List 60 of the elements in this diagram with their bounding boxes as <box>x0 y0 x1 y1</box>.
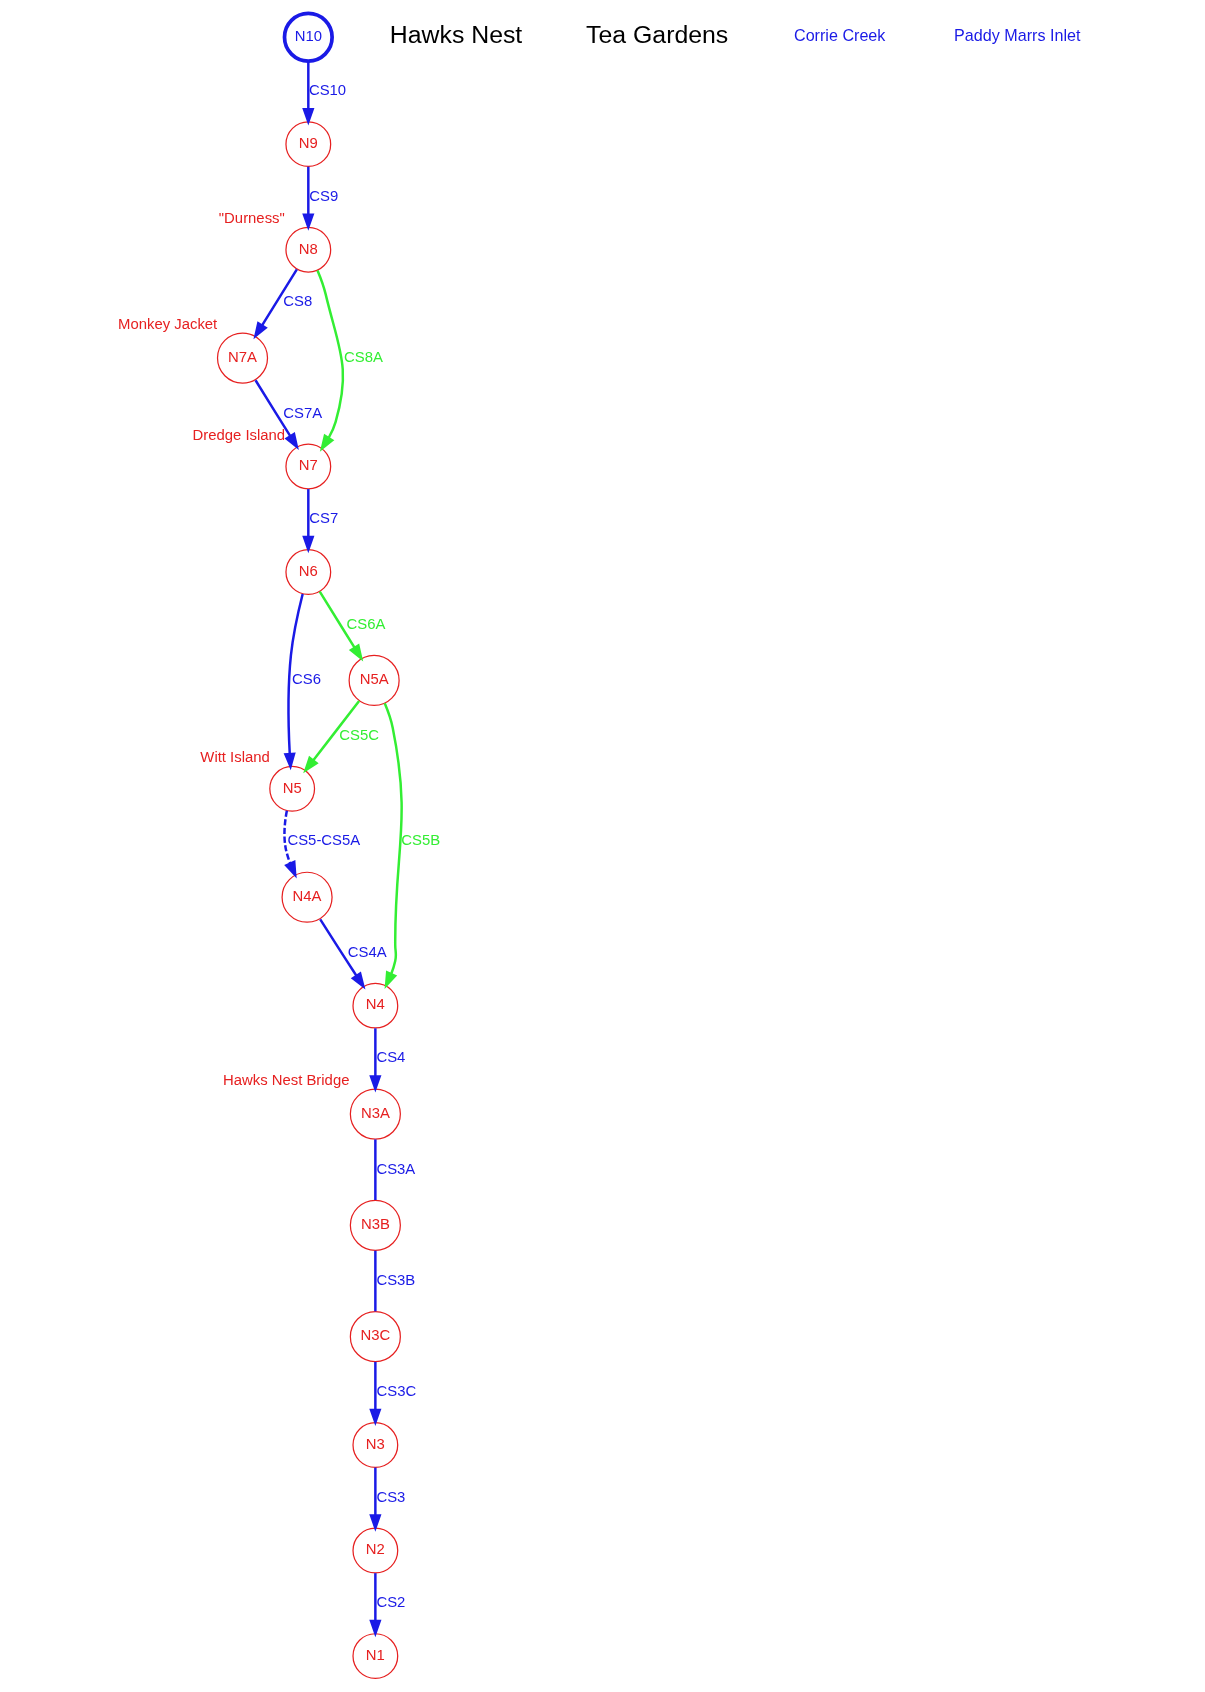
arrow <box>252 268 298 340</box>
node-label: Hawks Nest Bridge <box>222 1071 349 1088</box>
node-label: Monkey Jacket <box>117 315 217 332</box>
arrow <box>282 810 297 879</box>
edge-label: CS3B <box>375 1271 415 1288</box>
edge-label: CS3A <box>375 1160 415 1177</box>
arrow <box>301 61 314 126</box>
node-label: "Durness" <box>218 210 285 227</box>
arrow <box>301 489 314 554</box>
edge-label: CS9 <box>308 187 338 204</box>
node-circle: N9 <box>284 121 331 168</box>
arrow <box>253 379 299 451</box>
node-circle: N3B <box>349 1199 401 1251</box>
node-circle: N1 <box>351 1633 398 1680</box>
node-circle: N4A <box>280 871 333 923</box>
edge-label: CS6A <box>346 615 385 632</box>
node-circle: N3C <box>349 1311 401 1363</box>
edge-label: CS7A <box>282 404 322 421</box>
node-circle: N3A <box>349 1088 401 1140</box>
edge-label: CS5-CS5A <box>286 832 360 849</box>
node-label: Witt Island <box>199 749 270 766</box>
node-circle: N8 <box>284 226 331 273</box>
node-circle: N10 <box>282 11 334 63</box>
edge-label: CS3 <box>375 1488 405 1505</box>
node-circle: N6 <box>284 549 331 595</box>
edge-label: CS8 <box>282 293 312 310</box>
edge-label: CS4 <box>375 1049 405 1066</box>
arrow <box>283 593 304 771</box>
node-circle: N5A <box>348 654 400 707</box>
label: Tea Gardens <box>585 21 728 49</box>
label: Paddy Marrs Inlet <box>953 26 1080 45</box>
edge-label: CS7 <box>308 510 338 527</box>
edge-label: CS6 <box>291 671 321 688</box>
node-circle: N5 <box>268 765 315 812</box>
arrow <box>318 591 363 662</box>
arrow <box>301 166 314 231</box>
arrow <box>368 1467 381 1532</box>
arrow <box>368 1361 381 1427</box>
edge-label: CS5C <box>338 726 379 743</box>
arrow <box>368 1573 381 1638</box>
node-circle: N7A <box>216 332 268 384</box>
label: Corrie Creek <box>793 26 885 45</box>
arrow <box>368 1028 381 1093</box>
connector <box>373 1139 377 1200</box>
node-circle: N2 <box>351 1527 398 1574</box>
edge-label: CS2 <box>375 1594 405 1611</box>
node-circle: N4 <box>351 982 398 1029</box>
node-label: Dredge Island <box>191 426 285 443</box>
edge-label: CS4A <box>347 943 387 960</box>
connector <box>373 1250 377 1312</box>
edge-label: CS3C <box>376 1383 416 1400</box>
arrow <box>302 700 360 774</box>
arrow <box>383 702 403 989</box>
node-circle: N3 <box>351 1422 398 1468</box>
label: Hawks Nest <box>389 21 522 49</box>
arrow <box>318 918 365 990</box>
edge-label: CS8A <box>343 348 383 365</box>
edge-label: CS5B <box>400 832 440 849</box>
node-circle: N7 <box>284 443 331 490</box>
arrow <box>315 269 344 452</box>
